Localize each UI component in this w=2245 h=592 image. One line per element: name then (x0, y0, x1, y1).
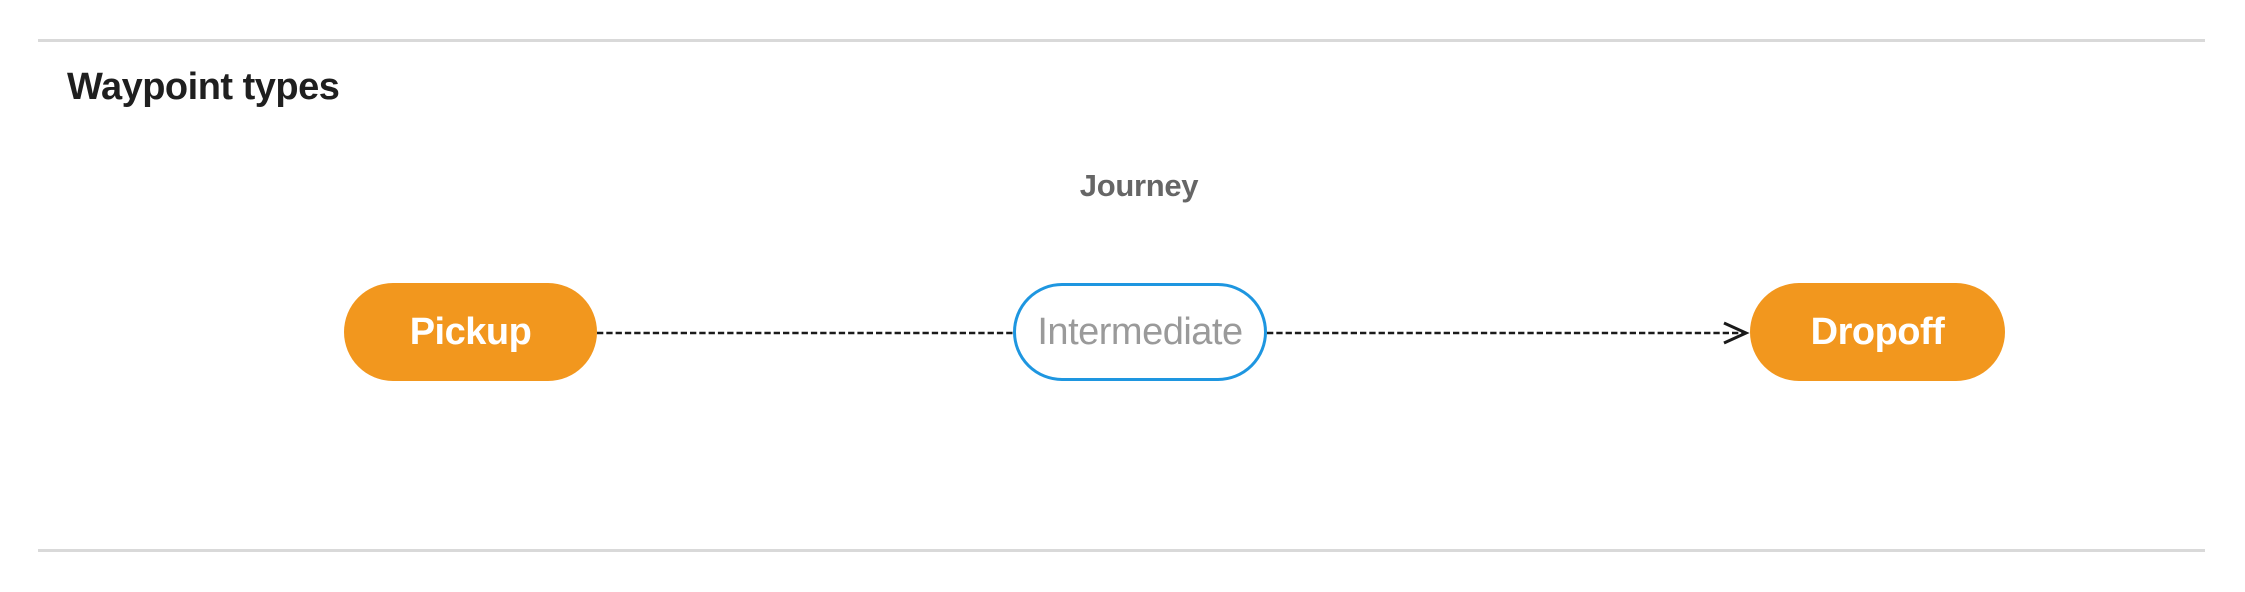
node-intermediate-label: Intermediate (1037, 310, 1243, 353)
node-pickup-label: Pickup (409, 310, 532, 353)
node-dropoff-label: Dropoff (1810, 310, 1945, 353)
node-pickup: Pickup (344, 283, 597, 381)
page-title: Waypoint types (67, 66, 340, 108)
arrowhead-icon (1723, 321, 1750, 345)
bottom-divider (38, 549, 2205, 552)
node-intermediate: Intermediate (1013, 283, 1267, 381)
node-dropoff: Dropoff (1750, 283, 2005, 381)
journey-caption: Journey (1079, 168, 1199, 203)
top-divider (38, 39, 2205, 42)
